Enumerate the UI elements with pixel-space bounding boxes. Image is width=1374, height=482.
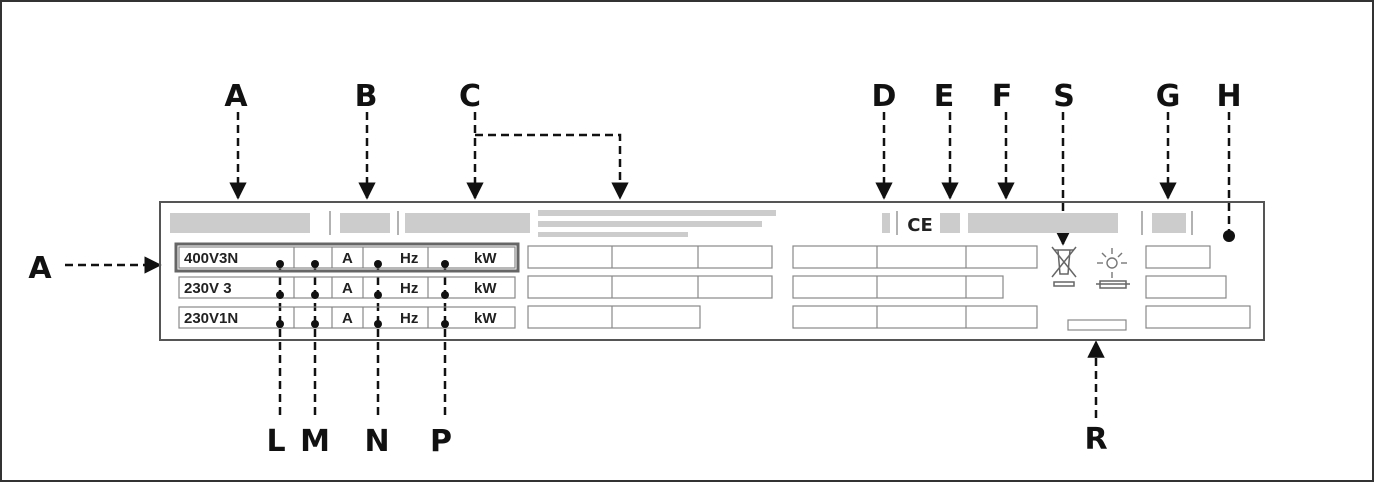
field-D-placeholder — [882, 213, 890, 233]
rating-grid — [178, 246, 516, 329]
amp-unit: A — [342, 250, 353, 267]
rating-row-1-highlight — [174, 242, 520, 273]
field-B-placeholder — [340, 213, 390, 233]
voltage-label: 230V1N — [184, 310, 238, 327]
field-group-2-row-3 — [792, 305, 1038, 329]
callout-M: M — [300, 424, 330, 459]
amp-unit: A — [342, 310, 353, 327]
field-group-2-row-1 — [792, 245, 1038, 269]
weee-bin-icon — [1051, 246, 1077, 287]
fuse-icon — [1096, 280, 1130, 289]
freq-unit: Hz — [400, 250, 418, 267]
callout-F: F — [992, 79, 1013, 114]
lamp-icon — [1097, 248, 1127, 278]
callout-A-left: A — [28, 251, 52, 286]
rating-row-3 — [178, 306, 516, 329]
callout-H: H — [1216, 79, 1241, 114]
leader-arrows — [65, 112, 1231, 418]
voltage-label: 400V3N — [184, 250, 238, 267]
blank-fields — [527, 245, 1251, 331]
field-group-1-row-1 — [527, 245, 773, 269]
field-R — [1067, 319, 1127, 331]
field-right-row-2 — [1145, 275, 1227, 299]
field-right-row-3 — [1145, 305, 1251, 329]
description-line-2 — [538, 221, 762, 227]
callout-dots — [276, 230, 1235, 328]
bottom-callouts: L M N P R — [266, 422, 1107, 459]
field-group-1-row-2 — [527, 275, 773, 299]
field-E-placeholder — [940, 213, 960, 233]
field-right-row-1 — [1145, 245, 1211, 269]
field-F-placeholder — [968, 213, 1118, 233]
callout-D: D — [872, 79, 897, 114]
rating-row-2 — [178, 276, 516, 299]
description-line-3 — [538, 232, 688, 237]
callout-S: S — [1053, 79, 1075, 114]
top-callouts: A B C D E F S G H — [224, 79, 1241, 114]
field-A-placeholder — [170, 213, 310, 233]
voltage-label: 230V 3 — [184, 280, 232, 297]
field-group-2-row-2 — [792, 275, 1004, 299]
callout-P: P — [430, 424, 452, 459]
callout-G: G — [1156, 79, 1181, 114]
header-separators — [329, 211, 1193, 235]
callout-B: B — [355, 79, 378, 114]
header-fields — [170, 210, 1186, 237]
power-unit: kW — [474, 310, 497, 327]
amp-unit: A — [342, 280, 353, 297]
arrow-C-right — [475, 133, 629, 200]
rating-row-2-text: 230V 3 A Hz kW — [184, 280, 497, 297]
freq-unit: Hz — [400, 280, 418, 297]
ce-mark: CE — [907, 215, 933, 236]
field-group-1-row-3 — [527, 305, 701, 329]
field-G-placeholder — [1152, 213, 1186, 233]
power-unit: kW — [474, 280, 497, 297]
rating-row-1-text: 400V3N A Hz kW — [184, 250, 497, 267]
callout-L: L — [266, 424, 285, 459]
electrical-ratings: 400V3N A Hz kW 230V 3 A Hz kW 230V1N A H… — [174, 230, 1235, 329]
rating-plate: CE 400V3N A Hz kW 230V 3 A Hz — [159, 201, 1265, 341]
callout-C: C — [459, 79, 481, 114]
freq-unit: Hz — [400, 310, 418, 327]
power-unit: kW — [474, 250, 497, 267]
field-C-placeholder — [405, 213, 530, 233]
callout-A-top: A — [224, 79, 248, 114]
plate-border — [159, 201, 1265, 341]
rating-row-1 — [178, 246, 516, 269]
callout-dot-H — [1223, 230, 1235, 242]
rating-row-3-text: 230V1N A Hz kW — [184, 310, 497, 327]
description-line-1 — [538, 210, 776, 216]
callout-N: N — [364, 424, 389, 459]
callout-E: E — [934, 79, 955, 114]
callout-R: R — [1084, 422, 1107, 457]
